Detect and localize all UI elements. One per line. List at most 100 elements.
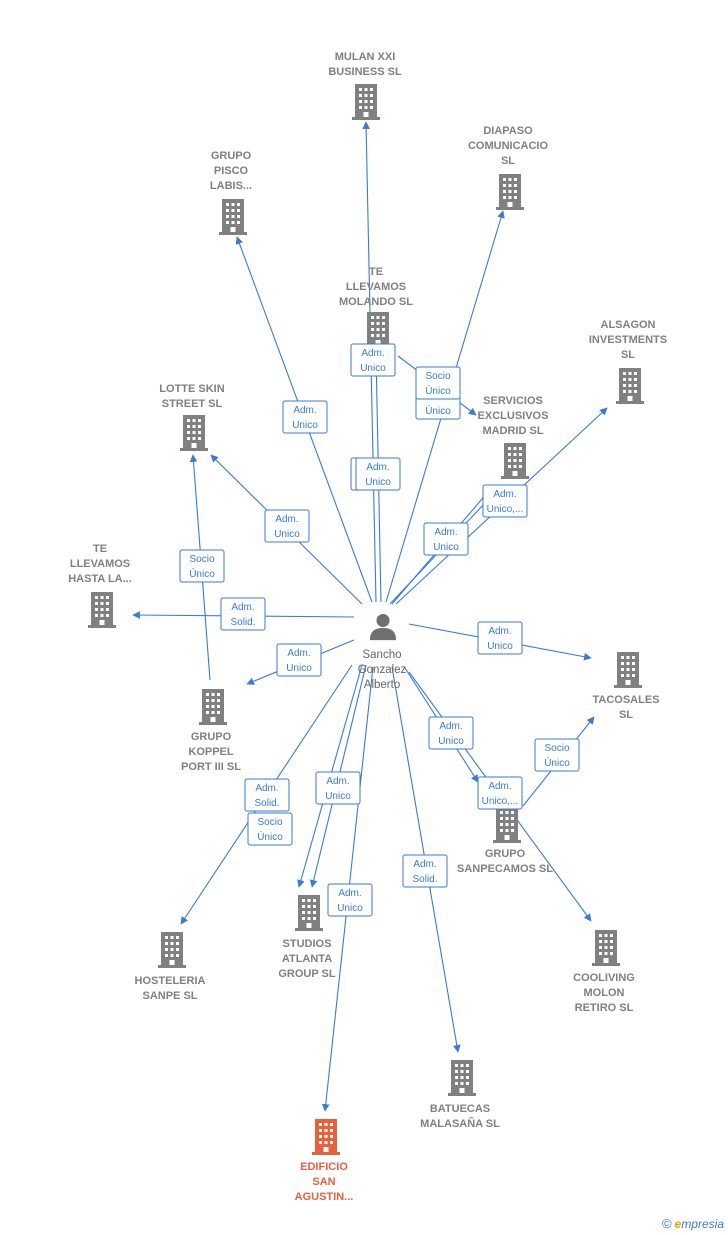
edge-label-text: Socio — [544, 743, 569, 754]
edge-label-box — [355, 457, 401, 491]
company-name-line: GRUPO — [211, 150, 252, 162]
edge-label-edificio[interactable]: Adm.Unico — [327, 883, 373, 917]
company-name-line: LLEVAMOS — [346, 281, 406, 293]
edge-label-text: Unico — [438, 736, 464, 747]
company-name-line: TE — [369, 266, 383, 278]
edge-label-hosteleria[interactable]: Adm.Solid. — [244, 778, 290, 812]
company-name-line: GROUP SL — [278, 968, 336, 980]
edge-label-text: Unico — [292, 420, 318, 431]
company-name-line: PISCO — [214, 165, 249, 177]
building-icon — [199, 689, 227, 725]
company-name-line: MULAN XXI — [335, 51, 396, 63]
edge-label-box — [482, 484, 528, 518]
edge-label-text: Solid. — [230, 617, 255, 628]
building-icon — [501, 443, 529, 479]
edge-label-box — [402, 854, 448, 888]
edge-label-text: Adm. — [231, 602, 254, 613]
company-name-line: SL — [619, 709, 633, 721]
edge-label-text: Solid. — [412, 874, 437, 885]
building-icon — [616, 368, 644, 404]
company-name-line: MALASAÑA SL — [420, 1117, 500, 1130]
company-name-line: COMUNICACIO — [468, 140, 548, 152]
company-name-line: EDIFICIO — [300, 1161, 348, 1173]
edge-label-box — [477, 776, 523, 810]
company-name-line: MOLANDO SL — [339, 296, 413, 308]
edge-label-studios[interactable]: Adm.Unico — [315, 771, 361, 805]
edge-label-text: Unico,... — [482, 796, 519, 807]
edge-label-lotte[interactable]: Adm.Unico — [264, 509, 310, 543]
building-icon — [88, 592, 116, 628]
edge-labels-layer: Adm.UnicoSocioÚnicoAdm.UnicoAdm.UnicoAdm… — [179, 343, 580, 917]
edge-label-text: Socio — [257, 817, 282, 828]
company-name-line: LOTTE SKIN — [159, 383, 224, 395]
edge-label-text: Adm. — [361, 348, 384, 359]
company-name-line: STUDIOS — [283, 938, 332, 950]
building-icon — [295, 895, 323, 931]
company-name-line: LABIS... — [210, 180, 252, 192]
empresia-brand[interactable]: ©empresia — [662, 1216, 724, 1231]
edge-label-sanpecamos[interactable]: Adm. Unico — [428, 716, 474, 750]
edge-label-text: Único — [189, 567, 215, 580]
person-name-line: Gonzalez — [358, 664, 407, 676]
company-node-edificio[interactable]: EDIFICIOSANAGUSTIN... — [295, 1119, 354, 1203]
building-icon — [493, 807, 521, 843]
company-name-line: GRUPO — [191, 731, 232, 743]
edge-label-box — [477, 621, 523, 655]
edge-label-alsagon[interactable]: Adm.Unico,... — [482, 484, 528, 518]
company-node-batuecas[interactable]: BATUECAS MALASAÑA SL — [420, 1060, 500, 1130]
company-name-line: SL — [621, 349, 635, 361]
company-name-line: ALSAGON — [601, 319, 656, 331]
building-icon — [352, 84, 380, 120]
edge-label-text: Adm. — [493, 489, 516, 500]
edge-label-box — [247, 812, 293, 846]
company-node-molando[interactable]: TE LLEVAMOS MOLANDO SL — [339, 266, 413, 348]
brand-name: mpresia — [681, 1217, 724, 1231]
edge-label-molando[interactable]: Adm. Unico — [350, 343, 396, 377]
edge-label-text: Único — [425, 384, 451, 397]
edge-label-text: Unico — [360, 363, 386, 374]
company-name-line: SANPE SL — [142, 990, 197, 1002]
edge-label-text: Adm. — [275, 514, 298, 525]
edge-label-servicios[interactable]: Adm.Unico — [423, 522, 469, 556]
edge-label-koppel[interactable]: Adm.Unico — [276, 643, 322, 677]
edge-label-cooliving[interactable]: Adm.Unico,... — [477, 776, 523, 810]
edge-label-text: Único — [425, 404, 451, 417]
building-icon — [448, 1060, 476, 1096]
building-icon — [219, 199, 247, 235]
edge-label-pisco[interactable]: Adm.Unico — [282, 400, 328, 434]
edge-label-batuecas[interactable]: Adm.Solid. — [402, 854, 448, 888]
person-name-line: Alberto — [364, 679, 400, 691]
company-name-line: ATLANTA — [282, 953, 332, 965]
company-node-pisco[interactable]: GRUPO PISCO LABIS... — [210, 150, 252, 235]
company-name-line: HOSTELERIA — [135, 975, 206, 987]
company-name-line: BATUECAS — [430, 1103, 490, 1115]
company-node-hosteleria[interactable]: HOSTELERIA SANPE SL — [135, 932, 206, 1002]
company-name-line: TE — [93, 543, 107, 555]
edge-label-text: Adm. — [488, 626, 511, 637]
company-name-line: EXCLUSIVOS — [478, 410, 549, 422]
company-name-line: LLEVAMOS — [70, 558, 130, 570]
edge-label-tacosales[interactable]: Adm.Unico — [477, 621, 523, 655]
edge-label-molando[interactable]: Adm.Unico — [355, 457, 401, 491]
company-name-line: PORT III SL — [181, 761, 241, 773]
edge-label-hasta[interactable]: Adm. Solid. — [220, 597, 266, 631]
edge-label-text: Adm. — [439, 721, 462, 732]
company-node-studios[interactable]: STUDIOS ATLANTA GROUP SL — [278, 895, 336, 980]
